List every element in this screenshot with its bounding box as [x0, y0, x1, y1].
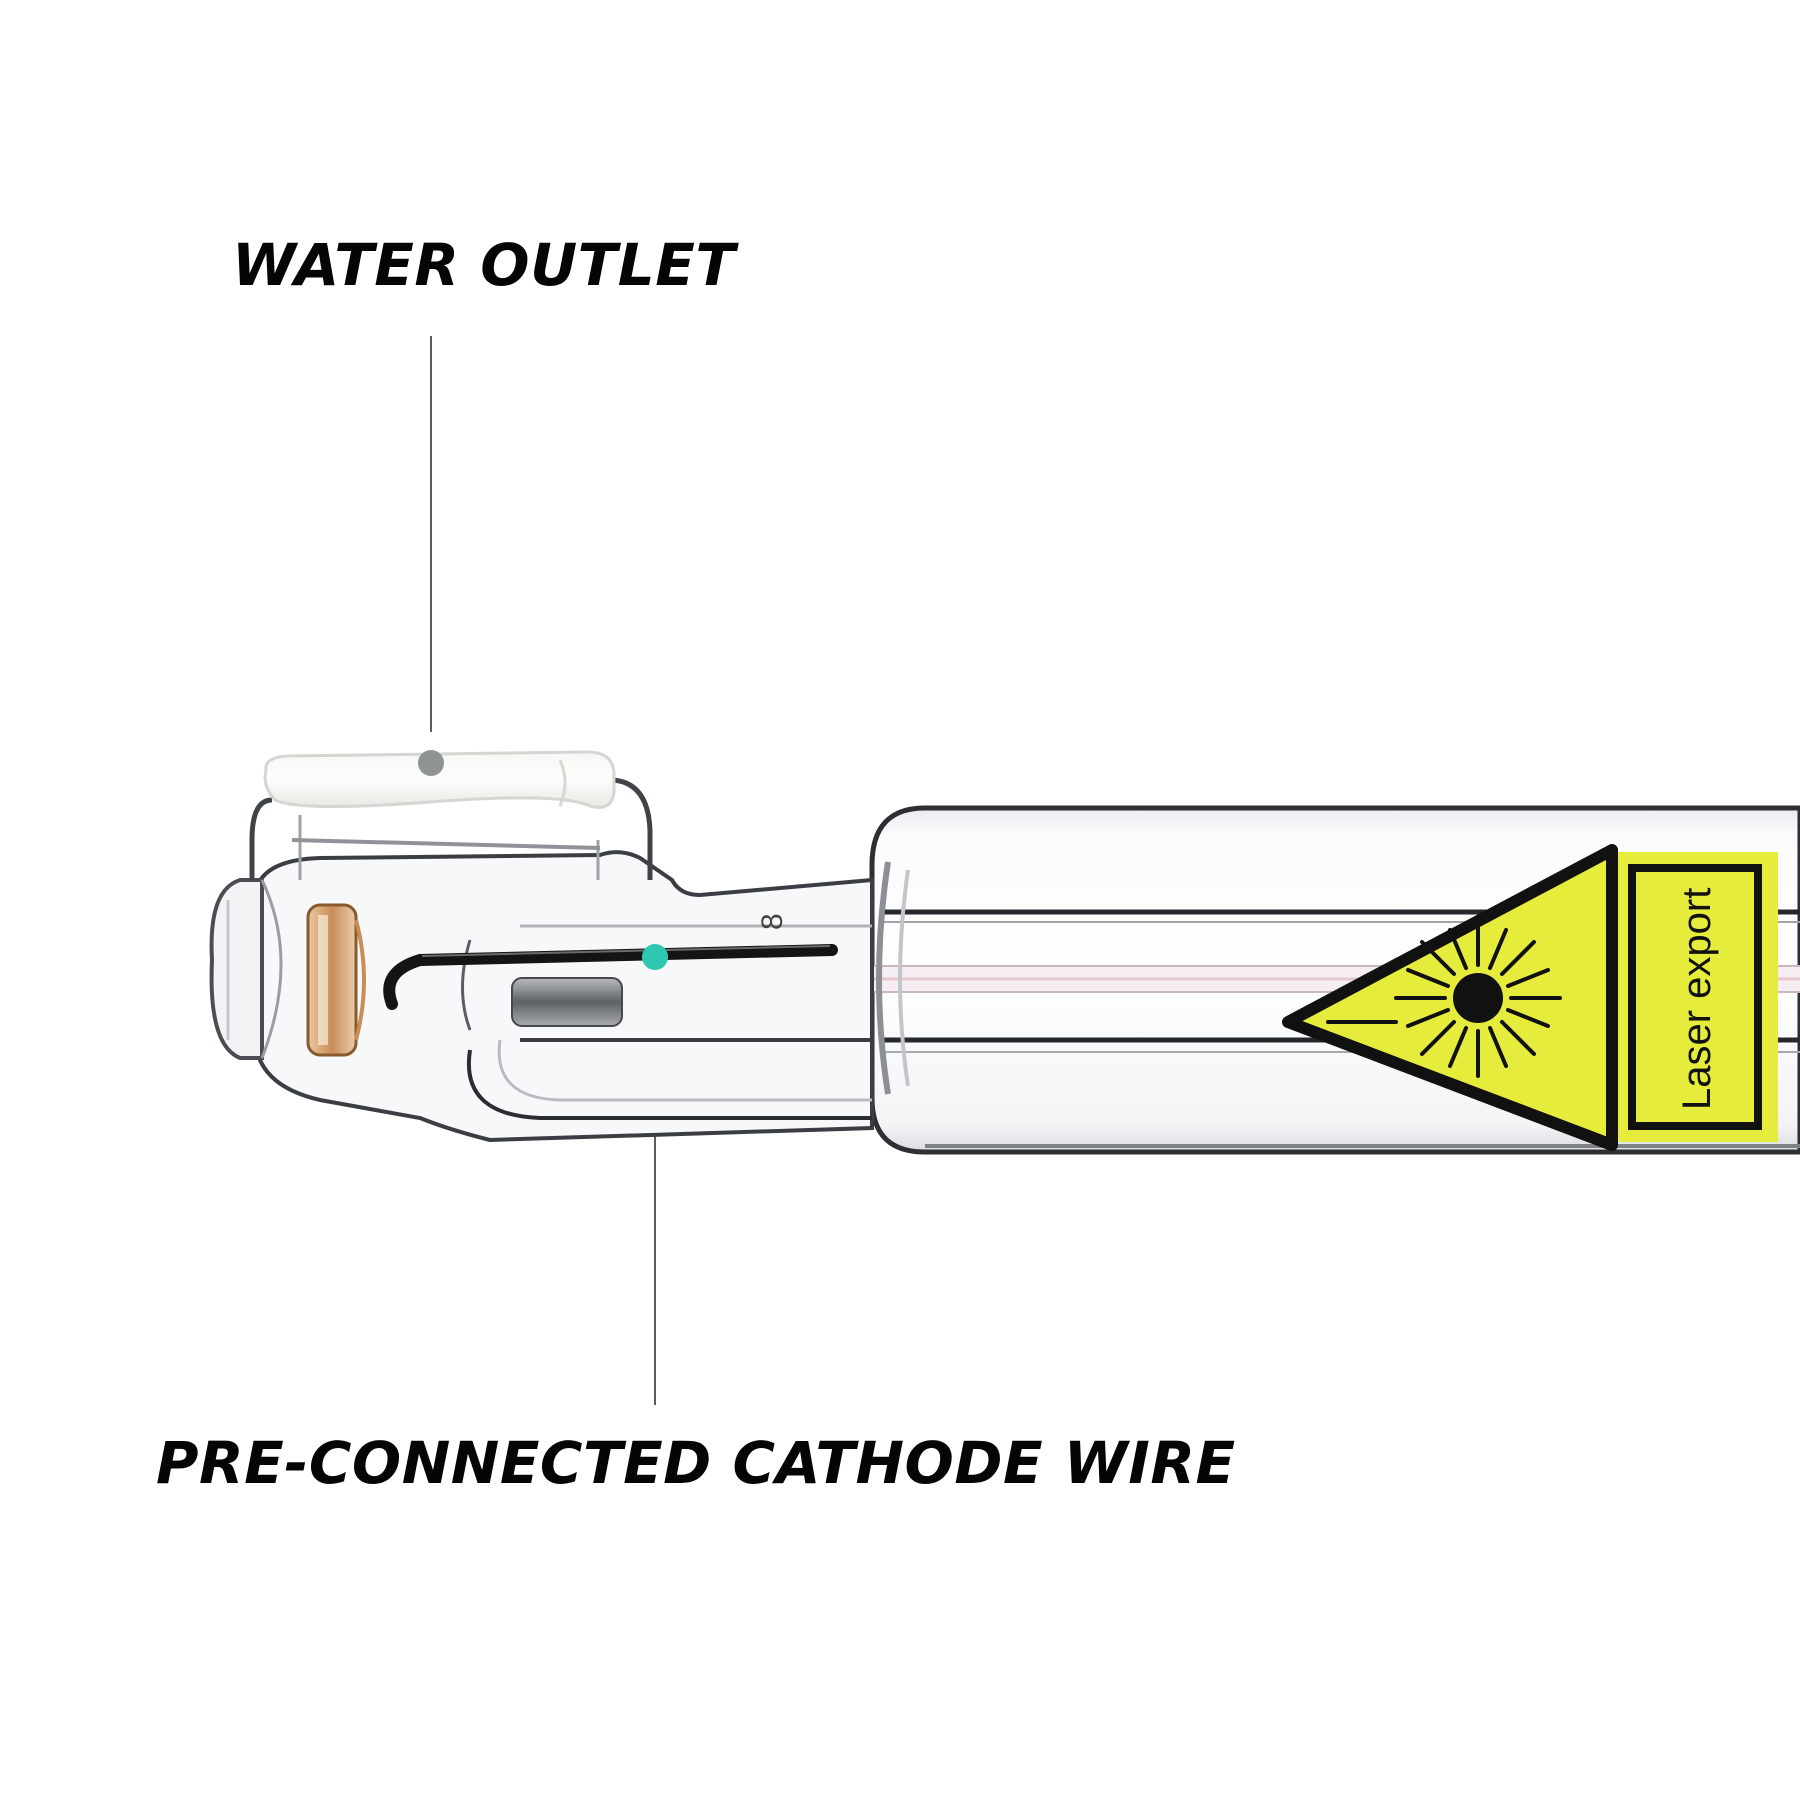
cathode-wire-marker: [642, 944, 668, 970]
warning-label-text: Laser export: [1675, 888, 1719, 1110]
water-outlet-marker: [418, 750, 444, 776]
water-outlet-tube: [249, 750, 653, 880]
cathode-wire: [383, 944, 838, 1027]
tube-part-mark: 8: [756, 913, 789, 930]
electrode-collar: [306, 903, 366, 1057]
laser-warning-label: Laser export: [1282, 844, 1778, 1151]
warning-triangle: [1282, 844, 1618, 1151]
water-outlet-label: WATER OUTLET: [232, 231, 736, 299]
cathode-wire-label: PRE-CONNECTED CATHODE WIRE: [156, 1429, 1236, 1497]
laser-starburst-icon: [1326, 918, 1562, 1078]
